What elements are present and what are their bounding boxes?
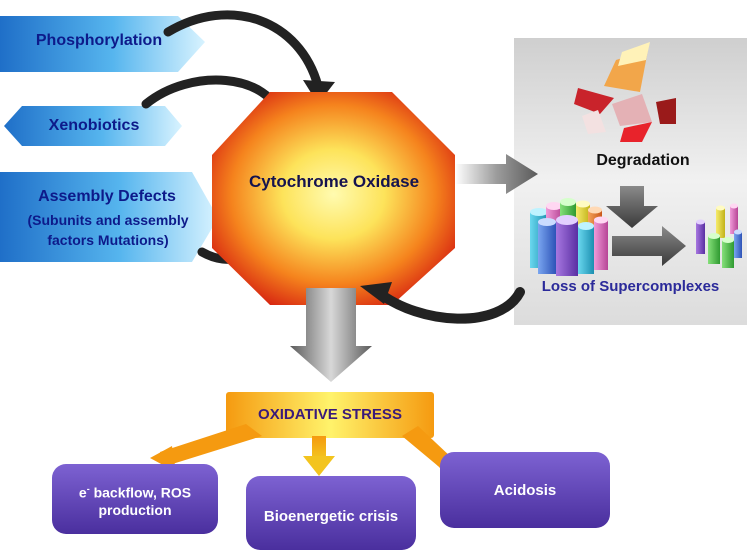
bioenergetic-crisis-box bbox=[246, 476, 416, 550]
cytochrome-oxidase-label: Cytochrome Oxidase bbox=[248, 172, 420, 191]
degradation-down-arrow bbox=[606, 186, 658, 228]
acidosis-box bbox=[440, 452, 610, 528]
fragment-icon bbox=[582, 110, 606, 134]
bioenergetic-crisis-label: Bioenergetic crisis bbox=[263, 508, 399, 525]
assembly-defects-shape bbox=[0, 172, 218, 262]
cytochrome-oxidase-octagon bbox=[212, 92, 455, 305]
to-degradation-arrow bbox=[455, 154, 538, 194]
xenobiotics-shape bbox=[4, 106, 182, 146]
ros-line1-text: backflow, ROS bbox=[89, 484, 192, 501]
loss-of-supercomplexes-label: Loss of Supercomplexes bbox=[541, 278, 720, 295]
ros-electron-symbol: e bbox=[78, 484, 87, 501]
phosphorylation-curve-arrow bbox=[163, 10, 323, 91]
ros-superscript: - bbox=[86, 484, 90, 494]
fragment-icon bbox=[618, 42, 650, 66]
phosphorylation-label: Phosphorylation bbox=[35, 32, 163, 49]
oxidative-stress-box bbox=[226, 392, 434, 438]
acidosis-label: Acidosis bbox=[493, 482, 557, 499]
ros-line2-text: production bbox=[98, 501, 172, 518]
fragment-icon bbox=[620, 122, 652, 142]
ros-production-label: e- backflow, ROS production bbox=[52, 481, 218, 519]
degradation-label: Degradation bbox=[596, 152, 690, 169]
fragment-icon bbox=[612, 94, 652, 126]
to-dissociated-arrow bbox=[612, 226, 686, 266]
fragment-icon bbox=[656, 98, 676, 124]
fragment-icon bbox=[574, 88, 614, 114]
assembly-subtitle-line1: (Subunits and assembly bbox=[27, 212, 189, 228]
oxidative-stress-label: OXIDATIVE STRESS bbox=[258, 406, 402, 423]
feedback-curve-arrow bbox=[373, 287, 525, 324]
assembly-subtitle-line2: factors Mutations) bbox=[47, 232, 169, 248]
phosphorylation-shape bbox=[0, 16, 205, 72]
dissociated-complexes-icon bbox=[696, 203, 742, 268]
to-stress-arrow bbox=[290, 288, 372, 382]
xenobiotics-label: Xenobiotics bbox=[48, 117, 140, 134]
ros-production-box bbox=[52, 464, 218, 534]
assembly-defects-label: Assembly Defects bbox=[38, 188, 176, 205]
supercomplex-cluster-icon bbox=[530, 198, 608, 276]
feedback-arrowhead bbox=[360, 282, 392, 304]
